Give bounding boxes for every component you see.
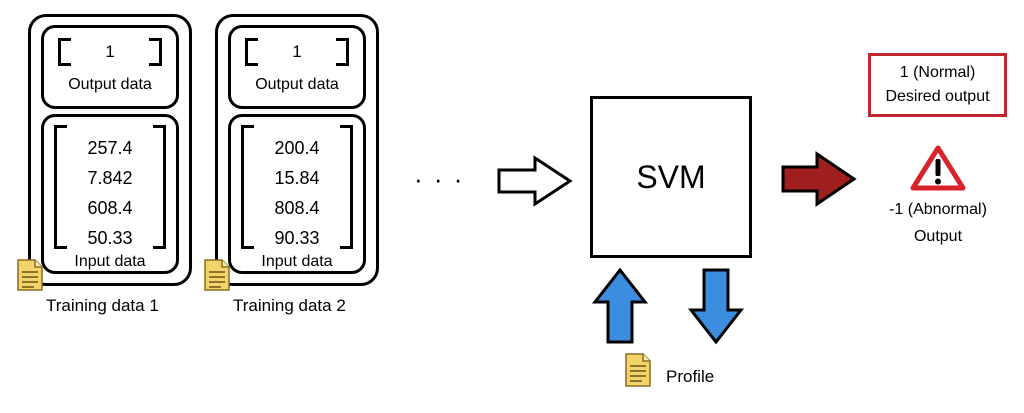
ellipsis: · · · <box>414 164 465 194</box>
output-bracket-1: 1 <box>58 38 162 66</box>
output-label-2: Output data <box>255 76 339 93</box>
down-arrow-icon <box>687 268 745 345</box>
input-value: 808.4 <box>274 198 320 218</box>
input-value: 7.842 <box>87 168 133 188</box>
input-value: 90.33 <box>274 228 320 248</box>
input-values-2: 200.4 15.84 808.4 90.33 <box>241 133 353 253</box>
desired-output-box: 1 (Normal) Desired output <box>868 53 1007 117</box>
warning-icon <box>910 145 966 191</box>
profile-label: Profile <box>666 367 715 386</box>
input-value: 50.33 <box>87 228 133 248</box>
input-label-2: Input data <box>261 253 333 270</box>
output-value-2: 1 <box>292 42 302 61</box>
input-value: 200.4 <box>274 138 320 158</box>
document-icon <box>17 259 43 291</box>
svm-label: SVM <box>636 158 706 195</box>
output-arrow-icon <box>781 151 857 207</box>
desired-output-value: 1 (Normal) <box>899 64 976 81</box>
desired-output-label: Desired output <box>885 88 990 105</box>
training-data-caption-2: Training data 2 <box>233 296 346 315</box>
input-label-1: Input data <box>74 253 146 270</box>
output-bracket-2: 1 <box>245 38 349 66</box>
input-data-box-1: 257.4 7.842 608.4 50.33 Input data <box>41 114 179 274</box>
input-value: 15.84 <box>274 168 320 188</box>
input-value: 257.4 <box>87 138 133 158</box>
document-icon <box>204 259 230 291</box>
input-bracket-1: 257.4 7.842 608.4 50.33 <box>54 125 166 249</box>
training-data-panel-2: 1 Output data 200.4 15.84 808.4 90.33 In… <box>215 14 379 286</box>
output-data-box-2: 1 Output data <box>228 25 366 109</box>
svm-box: SVM <box>590 96 752 258</box>
input-arrow-icon <box>497 155 573 207</box>
input-values-1: 257.4 7.842 608.4 50.33 <box>54 133 166 253</box>
document-icon <box>625 353 651 387</box>
training-data-panel-1: 1 Output data 257.4 7.842 608.4 50.33 In… <box>28 14 192 286</box>
output-label-1: Output data <box>68 76 152 93</box>
output-data-box-1: 1 Output data <box>41 25 179 109</box>
input-bracket-2: 200.4 15.84 808.4 90.33 <box>241 125 353 249</box>
output-value-1: 1 <box>105 42 115 61</box>
training-data-caption-1: Training data 1 <box>46 296 159 315</box>
input-value: 608.4 <box>87 198 133 218</box>
output-value: -1 (Abnormal) <box>889 201 987 218</box>
output-label: Output <box>913 228 963 245</box>
input-data-box-2: 200.4 15.84 808.4 90.33 Input data <box>228 114 366 274</box>
up-arrow-icon <box>591 267 649 344</box>
